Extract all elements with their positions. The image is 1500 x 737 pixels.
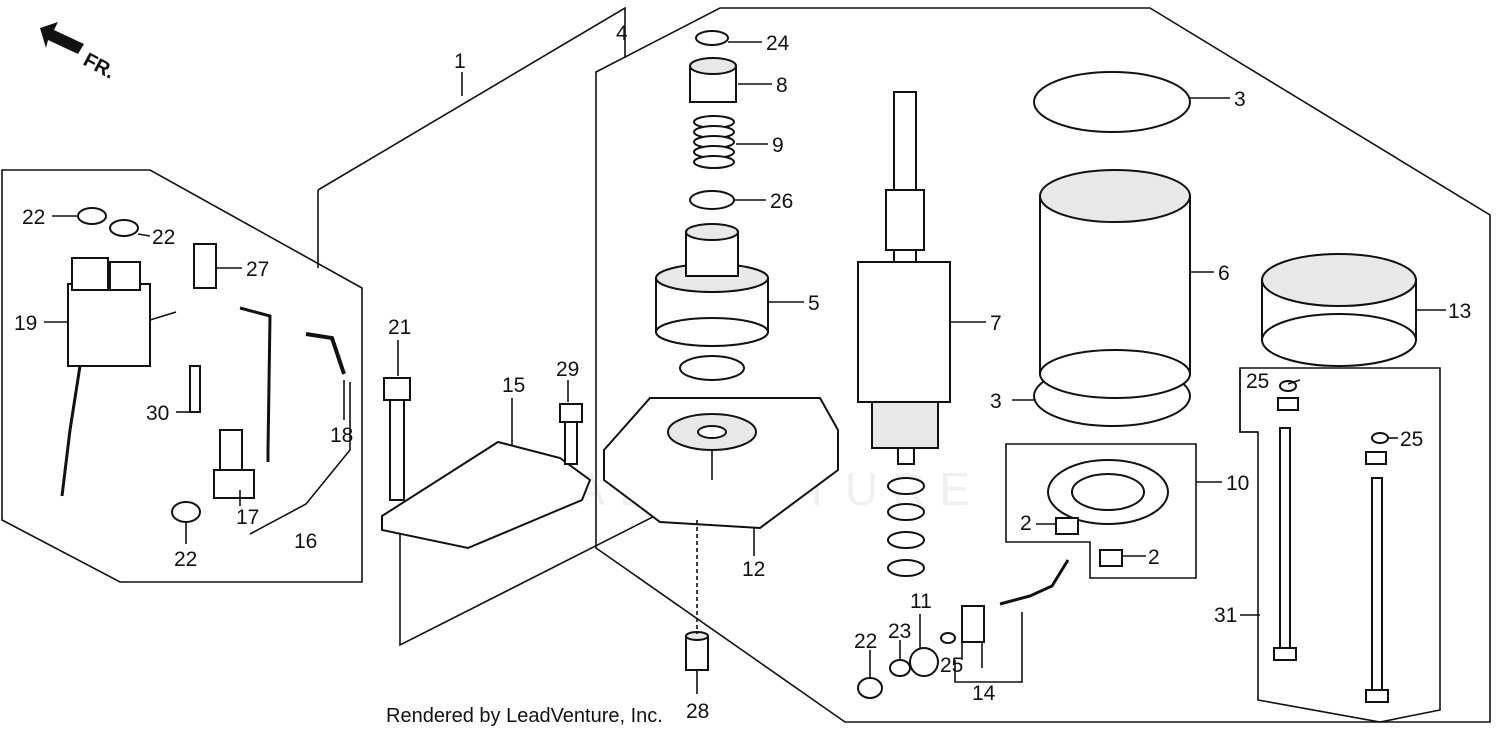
armature-washers xyxy=(887,477,925,577)
small-bolt xyxy=(559,403,583,465)
callout-3b: 3 xyxy=(990,390,1002,413)
callout-leaders xyxy=(44,41,1446,694)
callout-23: 23 xyxy=(888,620,911,643)
pinion-washer xyxy=(679,355,745,381)
pinion-spring xyxy=(693,115,735,169)
callout-22a: 22 xyxy=(22,206,45,229)
callout-4: 4 xyxy=(616,22,628,45)
terminal-cover xyxy=(193,243,217,289)
cable-cap xyxy=(305,332,346,375)
terminal-washer xyxy=(889,659,911,677)
carbon-brush-b xyxy=(1099,549,1123,567)
mounting-gasket xyxy=(381,440,592,550)
callout-22c: 22 xyxy=(174,548,197,571)
starter-cable xyxy=(239,306,272,462)
solenoid-lower-nut xyxy=(171,501,201,523)
motor-yoke xyxy=(1039,169,1191,399)
render-credit: Rendered by LeadVenture, Inc. xyxy=(386,705,663,727)
starter-pinion xyxy=(655,223,769,347)
solenoid-nut-a xyxy=(77,207,107,225)
callout-2a: 2 xyxy=(1020,512,1032,535)
front-direction-arrow-icon xyxy=(40,22,84,54)
starter-solenoid xyxy=(60,257,177,497)
terminal-bolt xyxy=(961,559,1070,643)
through-bolt-group-outline xyxy=(1239,367,1441,723)
callout-18: 18 xyxy=(330,424,353,447)
terminal-lock-washer xyxy=(940,632,956,644)
callout-16: 16 xyxy=(294,530,317,553)
carbon-brush-a xyxy=(1055,517,1079,535)
cable-boot xyxy=(213,429,255,499)
terminal-insulator xyxy=(909,647,939,677)
assembly-1-bracket xyxy=(317,6,626,191)
callout-31: 31 xyxy=(1214,604,1237,627)
callout-22d: 22 xyxy=(854,630,877,653)
callout-27: 27 xyxy=(246,258,269,281)
through-bolts xyxy=(1273,380,1389,703)
thrust-washer xyxy=(689,190,735,210)
callout-13: 13 xyxy=(1448,300,1471,323)
brush-holder xyxy=(1047,459,1169,525)
armature xyxy=(857,91,951,465)
flange-bolt xyxy=(383,377,411,501)
solenoid-nut-b xyxy=(109,219,139,237)
callout-26: 26 xyxy=(770,190,793,213)
callout-1: 1 xyxy=(454,50,466,73)
stop-collar xyxy=(689,57,737,103)
solenoid-group-outline xyxy=(1,169,363,583)
brush-holder-outline xyxy=(1005,443,1197,579)
callout-12: 12 xyxy=(742,558,765,581)
callout-11: 11 xyxy=(910,590,932,613)
snap-ring xyxy=(695,30,729,46)
direction-label: FR. xyxy=(80,49,119,84)
solenoid-bolt xyxy=(189,365,201,413)
callout-17: 17 xyxy=(236,506,259,529)
callout-25b: 25 xyxy=(1400,428,1423,451)
callout-5: 5 xyxy=(808,292,820,315)
callout-21: 21 xyxy=(388,316,411,339)
rear-cover xyxy=(1261,253,1417,367)
callout-19: 19 xyxy=(14,312,37,335)
callout-29: 29 xyxy=(556,358,579,381)
callout-6: 6 xyxy=(1218,262,1230,285)
callout-14: 14 xyxy=(972,682,996,705)
callout-28: 28 xyxy=(686,700,709,723)
terminal-nut xyxy=(857,677,883,699)
callout-3a: 3 xyxy=(1234,88,1246,111)
callout-22b: 22 xyxy=(152,226,175,249)
dowel-pin xyxy=(685,631,709,671)
assembly-1-lower-bracket xyxy=(399,487,711,647)
callout-9: 9 xyxy=(772,134,784,157)
callout-25a: 25 xyxy=(1246,370,1269,393)
callout-8: 8 xyxy=(776,74,788,97)
callout-7: 7 xyxy=(990,312,1002,335)
callout-25c: 25 xyxy=(940,654,963,677)
callout-10: 10 xyxy=(1226,472,1249,495)
callout-24: 24 xyxy=(766,32,790,55)
assembly-4-outline xyxy=(595,7,1491,723)
callout-30: 30 xyxy=(146,402,169,425)
front-bracket xyxy=(603,397,839,530)
o-ring-upper xyxy=(1033,71,1191,133)
callout-15: 15 xyxy=(502,374,525,397)
callout-2b: 2 xyxy=(1148,546,1160,569)
